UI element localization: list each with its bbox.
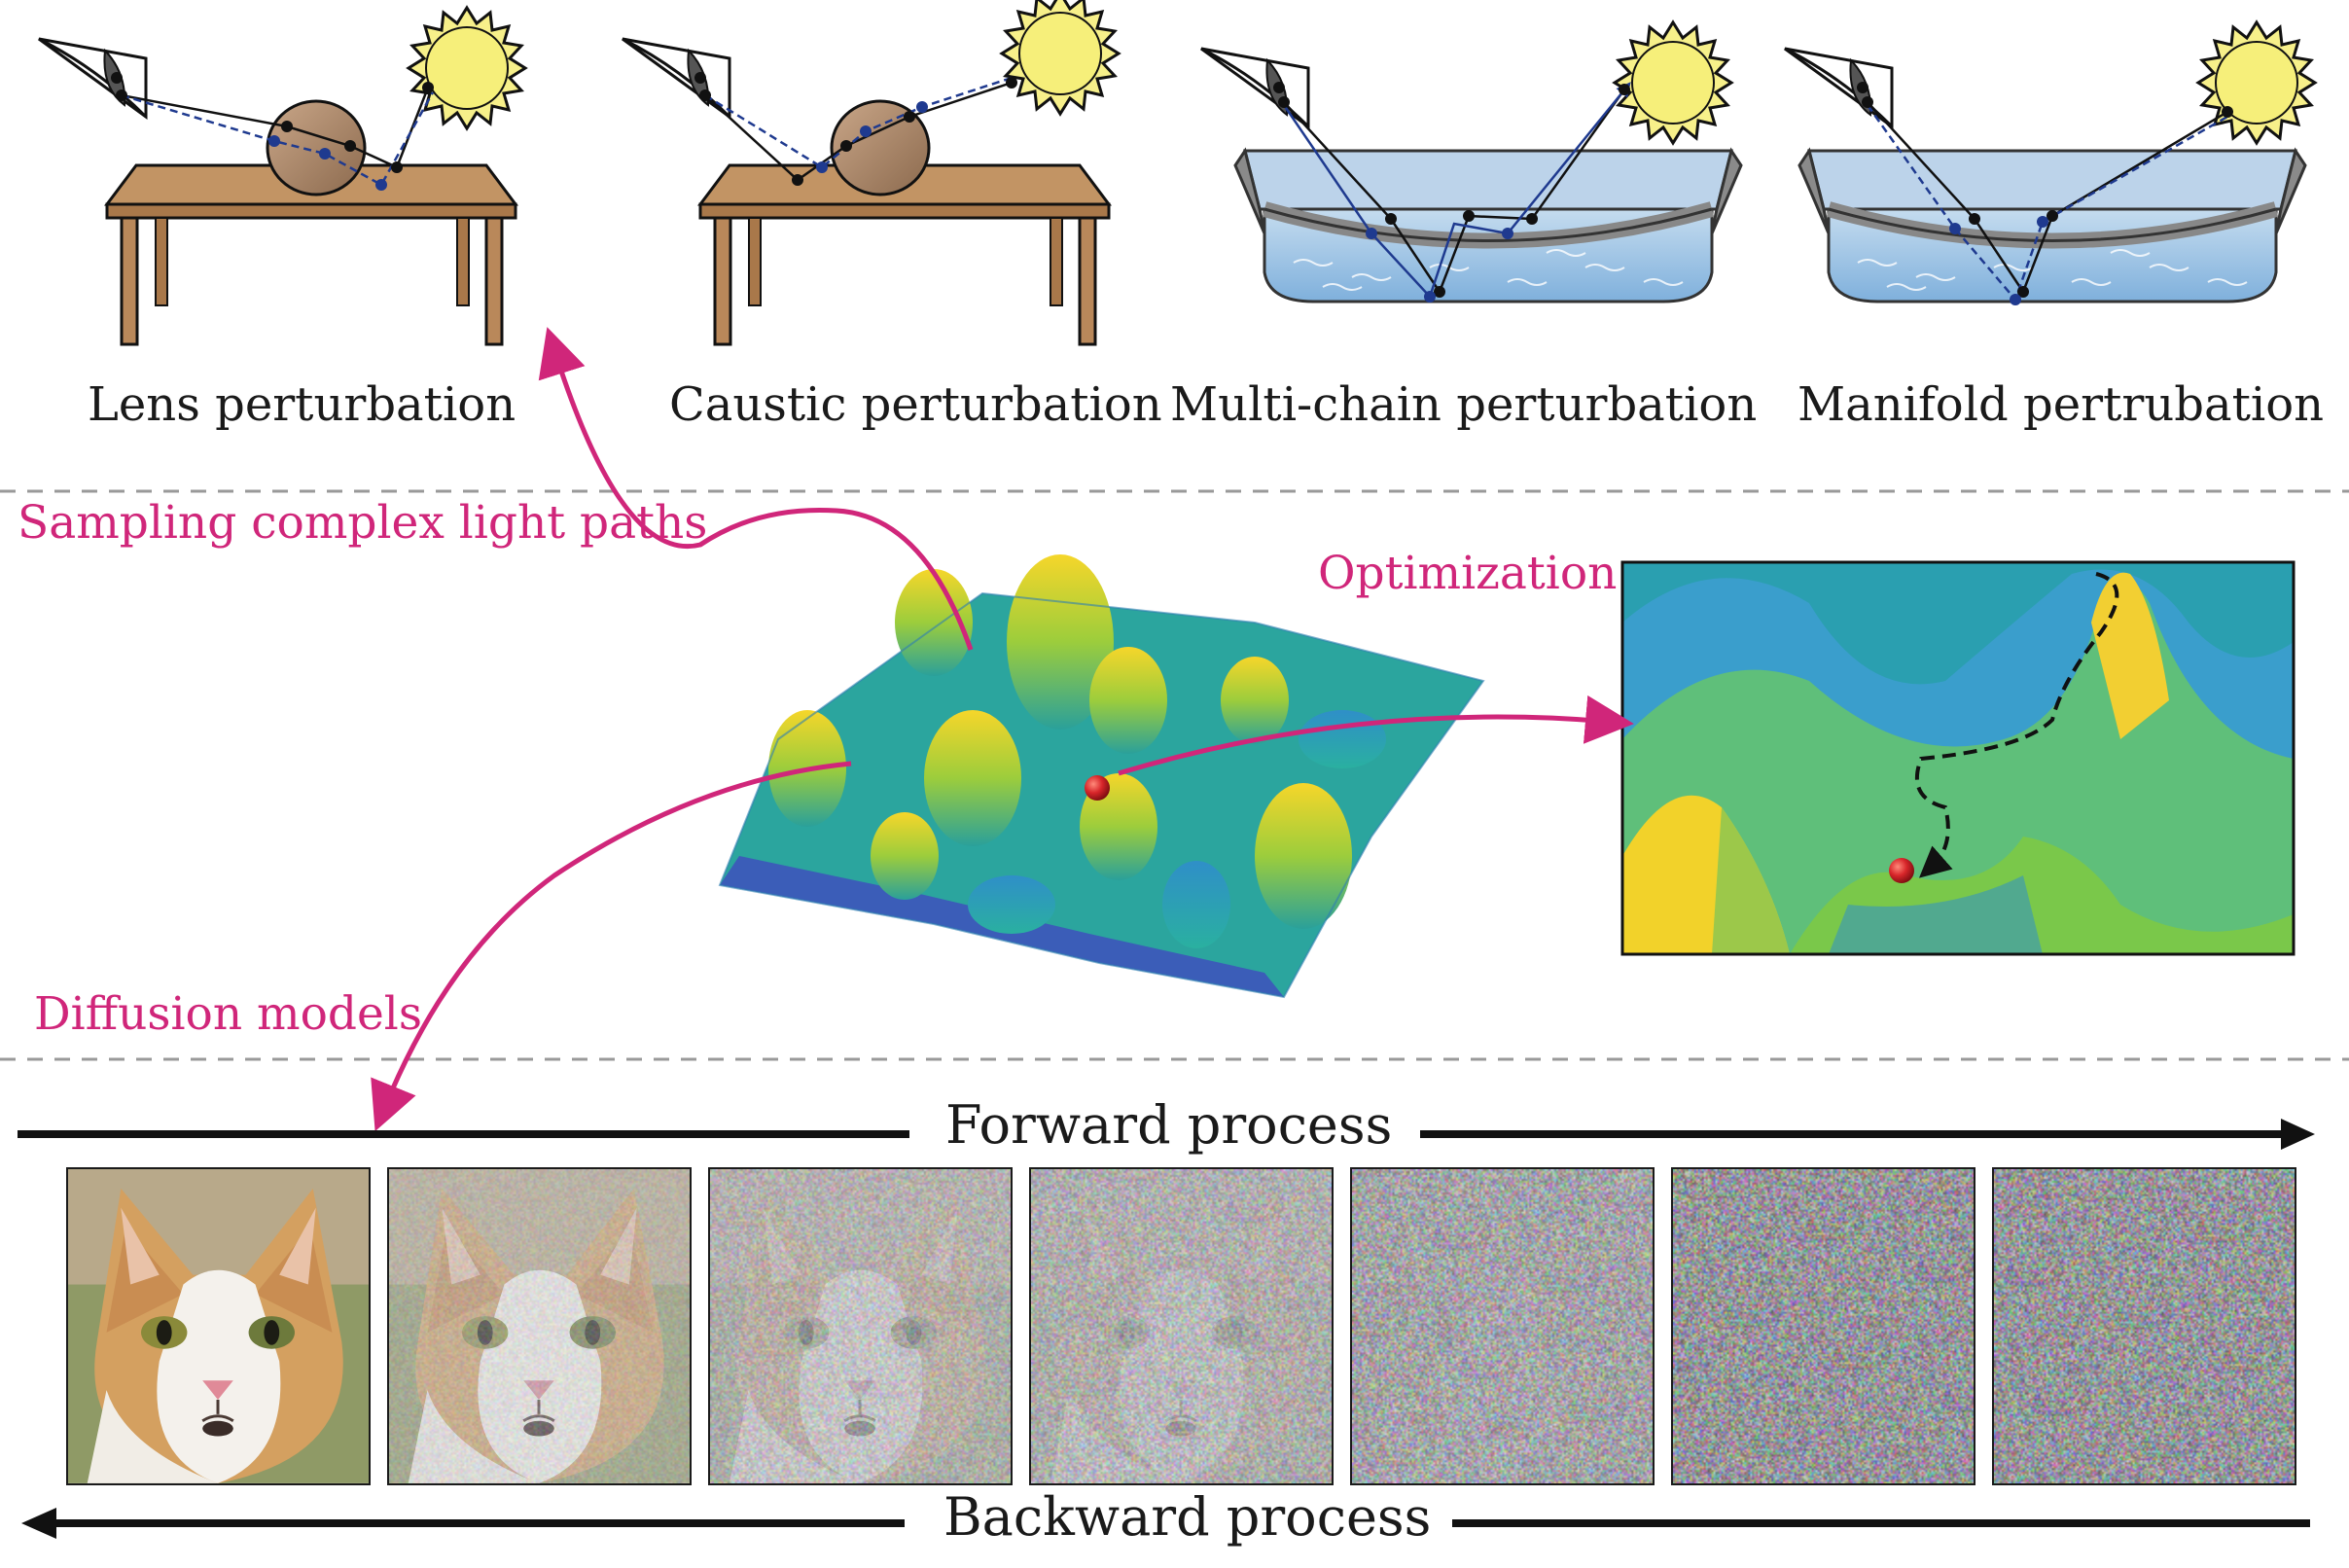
- noise-overlay: [1673, 1169, 1974, 1483]
- arrow-to-light-paths: [538, 327, 974, 651]
- lens-perturbation-illustration: [37, 6, 527, 346]
- optimization-label: Optimization: [1318, 547, 1618, 600]
- arrow-to-diffusion: [371, 761, 852, 1132]
- eye-icon: [621, 37, 731, 119]
- noise-overlay: [1352, 1169, 1653, 1483]
- noise-overlay: [389, 1169, 690, 1483]
- lens-perturbation-label: Lens perturbation: [88, 377, 516, 432]
- multi-chain-perturbation-label: Multi-chain perturbation: [1170, 377, 1758, 432]
- caustic-perturbation-illustration: [621, 0, 1121, 346]
- multi-chain-perturbation-illustration: [1199, 20, 1741, 303]
- diffusion-step-2: [387, 1167, 692, 1485]
- ball-icon: [1889, 858, 1914, 883]
- pool-icon: [1235, 151, 1741, 302]
- manifold-perturbation-illustration: [1783, 20, 2317, 305]
- diffusion-step-4: [1029, 1167, 1334, 1485]
- caustic-perturbation-label: Caustic perturbation: [669, 377, 1162, 432]
- noise-overlay: [1994, 1169, 2295, 1483]
- loss-landscape: [718, 554, 1485, 999]
- diffusion-label: Diffusion models: [34, 987, 422, 1041]
- ball-icon: [1085, 775, 1110, 801]
- diffusion-step-1: [66, 1167, 371, 1485]
- manifold-perturbation-label: Manifold pertrubation: [1797, 377, 2325, 432]
- pool-icon: [1799, 151, 2305, 302]
- sun-icon: [407, 6, 527, 130]
- sun-icon: [1000, 0, 1121, 116]
- diffusion-step-5: [1350, 1167, 1655, 1485]
- sun-icon: [1613, 20, 1733, 145]
- table-icon: [698, 163, 1111, 346]
- egg-icon: [830, 99, 931, 196]
- backward-process-label: Backward process: [922, 1486, 1453, 1548]
- sun-icon: [2196, 20, 2317, 145]
- diffusion-step-6: [1671, 1167, 1975, 1485]
- eye-icon: [1199, 47, 1310, 128]
- sampling-label: Sampling complex light paths: [18, 496, 708, 550]
- noise-overlay: [1031, 1169, 1332, 1483]
- noise-overlay: [710, 1169, 1011, 1483]
- diffusion-step-3: [708, 1167, 1013, 1485]
- forward-process-label: Forward process: [924, 1094, 1414, 1156]
- arrow-to-optimization: [1118, 695, 1634, 776]
- optimization-path: [1915, 572, 2119, 878]
- eye-icon: [37, 37, 148, 119]
- diffusion-step-7: [1992, 1167, 2296, 1485]
- optimization-inset: [1620, 560, 2296, 956]
